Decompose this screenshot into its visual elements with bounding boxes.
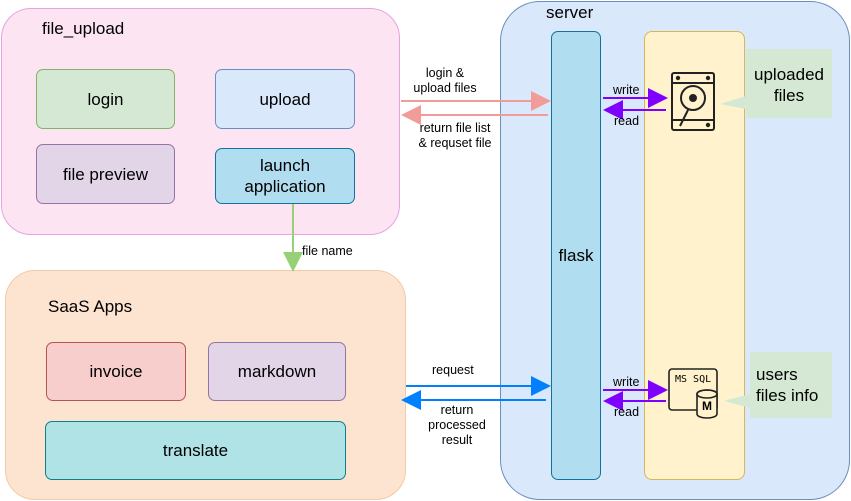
- translate-box: translate: [45, 421, 346, 480]
- flask-box: flask: [551, 31, 601, 480]
- users-line2: files info: [756, 386, 819, 405]
- label-write-bottom: write: [613, 375, 640, 389]
- label-read-top: read: [614, 114, 640, 128]
- uploaded-line2: files: [773, 86, 805, 105]
- ms-sql-database-icon: [668, 368, 718, 419]
- label-login-upload-1: login &: [425, 66, 465, 80]
- label-read-bottom: read: [614, 405, 640, 419]
- users-line1: users: [756, 365, 798, 384]
- label-return-result-3: result: [441, 433, 473, 447]
- uploaded-line1: uploaded: [754, 65, 824, 84]
- server-title: server: [546, 3, 594, 22]
- label-login-upload-2: upload files: [413, 81, 477, 95]
- db-letter: M: [702, 399, 712, 413]
- label-login-upload: login & upload files: [400, 66, 490, 96]
- launch-label-line1: launch: [259, 156, 311, 175]
- invoice-box: invoice: [46, 342, 186, 401]
- users-files-info-callout: [724, 352, 832, 418]
- label-return-result-2: processed: [428, 418, 486, 432]
- label-return-result: return processed result: [419, 403, 495, 448]
- label-return-result-1: return: [440, 403, 474, 417]
- label-return-file-list: return file list & requset file: [404, 121, 506, 151]
- file-preview-box: file preview: [36, 144, 175, 204]
- uploaded-files-callout: [720, 49, 832, 118]
- uploaded-files-label: uploaded files: [746, 62, 832, 108]
- users-files-info-label: users files info: [756, 364, 836, 406]
- hard-disk-icon: [671, 72, 715, 131]
- markdown-box: markdown: [208, 342, 346, 401]
- upload-box: upload: [215, 69, 355, 129]
- db-label: MS SQL: [675, 374, 712, 385]
- label-return-file-list-2: & requset file: [418, 136, 492, 150]
- file-upload-title: file_upload: [42, 19, 125, 38]
- saas-apps-title: SaaS Apps: [48, 297, 133, 316]
- launch-application-box: launch application: [215, 148, 355, 204]
- label-file-name: file name: [302, 244, 353, 258]
- label-request: request: [432, 363, 474, 377]
- label-return-file-list-1: return file list: [419, 121, 491, 135]
- login-box: login: [36, 69, 175, 129]
- launch-label-line2: application: [244, 177, 326, 196]
- label-write-top: write: [613, 83, 640, 97]
